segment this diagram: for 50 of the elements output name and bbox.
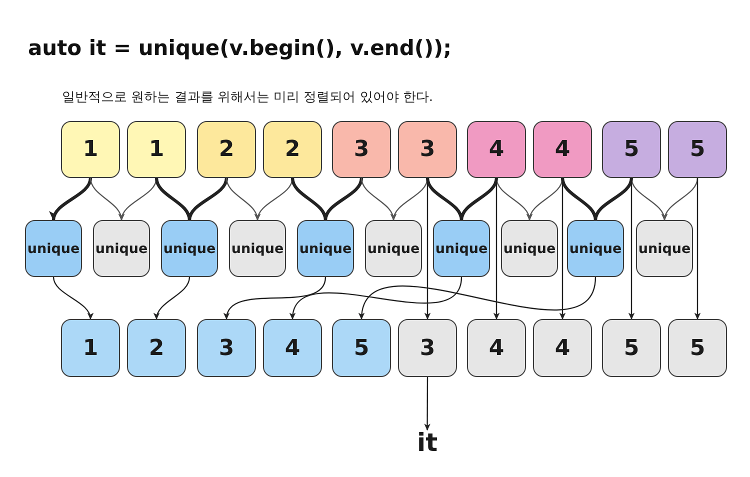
number-box: 1 xyxy=(61,319,120,377)
unique-box: unique xyxy=(433,220,490,277)
arrow xyxy=(458,178,498,221)
number-box: 3 xyxy=(197,319,256,377)
number-box: 4 xyxy=(467,319,526,377)
arrow xyxy=(360,276,596,320)
arrow xyxy=(628,178,635,320)
unique-box: unique xyxy=(365,220,422,277)
number-box: 3 xyxy=(398,121,457,178)
arrow xyxy=(322,178,364,221)
number-box: 5 xyxy=(332,319,391,377)
arrow xyxy=(662,178,698,221)
iterator-label: it xyxy=(417,430,438,455)
unique-box: unique xyxy=(297,220,354,277)
arrow xyxy=(424,377,430,431)
arrow xyxy=(424,178,431,320)
number-box: 5 xyxy=(602,121,661,178)
number-box: 5 xyxy=(602,319,661,377)
arrow xyxy=(694,178,701,320)
unique-box: unique xyxy=(636,220,693,277)
arrow xyxy=(592,178,634,221)
number-box: 4 xyxy=(263,319,322,377)
arrow xyxy=(290,276,462,320)
number-box: 5 xyxy=(668,319,727,377)
number-box: 2 xyxy=(263,121,322,178)
note-text: 일반적으로 원하는 결과를 위해서는 미리 정렬되어 있어야 한다. xyxy=(62,90,434,107)
number-box: 4 xyxy=(533,319,592,377)
unique-box: unique xyxy=(93,220,150,277)
number-box: 1 xyxy=(127,121,186,178)
number-box: 1 xyxy=(61,121,120,178)
number-box: 2 xyxy=(127,319,186,377)
unique-box: unique xyxy=(567,220,624,277)
arrow xyxy=(154,276,190,320)
arrow xyxy=(50,178,92,221)
arrow xyxy=(52,276,93,320)
number-box: 4 xyxy=(467,121,526,178)
arrow xyxy=(493,178,500,320)
unique-box: unique xyxy=(25,220,82,277)
number-box: 2 xyxy=(197,121,256,178)
arrow xyxy=(559,178,566,320)
number-box: 4 xyxy=(533,121,592,178)
number-box: 5 xyxy=(668,121,727,178)
unique-box: unique xyxy=(161,220,218,277)
unique-box: unique xyxy=(229,220,286,277)
arrow xyxy=(186,178,228,221)
number-box: 3 xyxy=(398,319,457,377)
title: auto it = unique(v.begin(), v.end()); xyxy=(28,36,452,60)
number-box: 3 xyxy=(332,121,391,178)
arrow xyxy=(224,276,326,320)
unique-box: unique xyxy=(501,220,558,277)
